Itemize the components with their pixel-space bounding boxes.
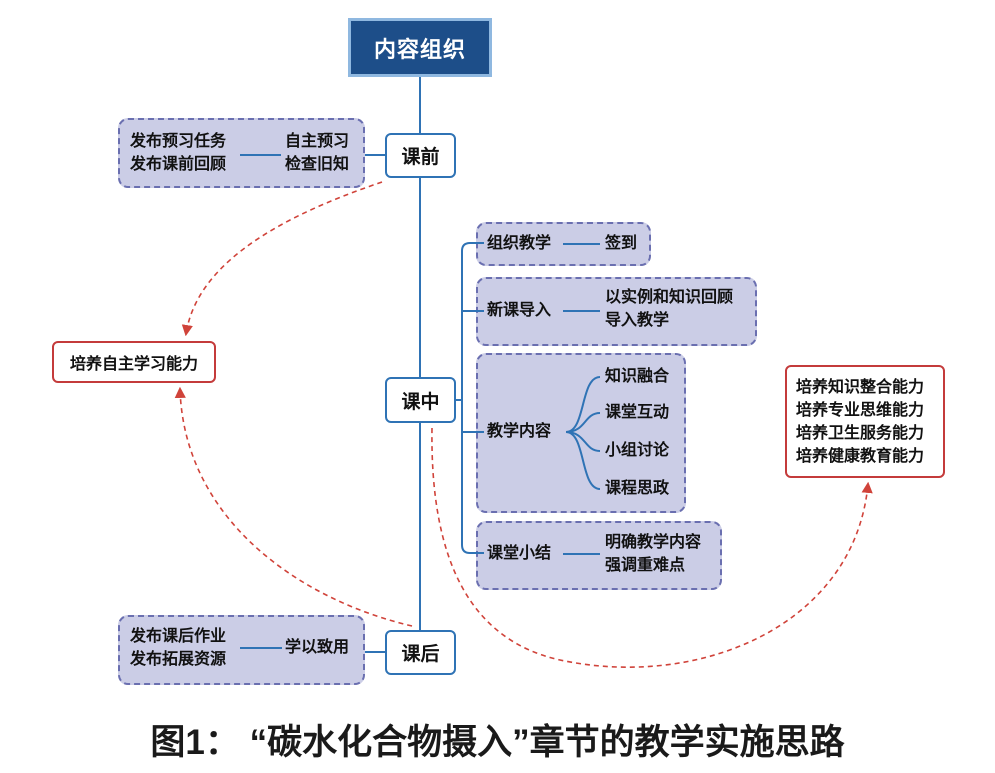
- organize-detail: 签到: [605, 235, 638, 252]
- ability-3: 培养卫生服务能力: [796, 424, 925, 442]
- post-task-1: 发布课后作业: [130, 628, 227, 645]
- stage-in-label: 课中: [401, 391, 440, 413]
- self-learning-label: 培养自主学习能力: [69, 356, 198, 373]
- root-label: 内容组织: [373, 36, 466, 62]
- pre-goal-2: 检查旧知: [285, 156, 350, 173]
- intro-group: [476, 277, 757, 346]
- pre-task-1: 发布预习任务: [130, 133, 227, 150]
- post-goal: 学以致用: [285, 639, 350, 656]
- stage-pre-class: 课前: [385, 133, 456, 178]
- post-to-self-learning-arrow: [174, 386, 413, 627]
- intro-detail-2: 导入教学: [605, 312, 670, 329]
- root-node: 内容组织: [348, 18, 492, 77]
- ability-4: 培养健康教育能力: [796, 447, 925, 465]
- stage-pre-label: 课前: [401, 147, 440, 168]
- content-item-2: 课堂互动: [605, 404, 670, 421]
- summary-label: 课堂小结: [487, 545, 552, 562]
- organize-label: 组织教学: [487, 235, 552, 252]
- intro-detail-1: 以实例和知识回顾: [605, 289, 734, 306]
- stage-in-class: 课中: [385, 377, 456, 423]
- pre-class-group: [118, 118, 365, 188]
- figure-caption: 图1： “碳水化合物摄入”章节的教学实施思路: [150, 723, 845, 762]
- content-item-3: 小组讨论: [605, 442, 670, 459]
- pre-goal-1: 自主预习: [285, 133, 350, 150]
- summary-detail-1: 明确教学内容: [605, 534, 702, 551]
- ability-1: 培养知识整合能力: [796, 378, 925, 396]
- abilities-outcome: 培养知识整合能力 培养专业思维能力 培养卫生服务能力 培养健康教育能力: [785, 365, 945, 478]
- intro-label: 新课导入: [487, 302, 552, 319]
- self-learning-outcome: 培养自主学习能力: [52, 341, 216, 383]
- summary-detail-2: 强调重难点: [605, 557, 686, 574]
- content-item-4: 课程思政: [605, 480, 670, 497]
- stage-post-label: 课后: [401, 644, 440, 665]
- ability-2: 培养专业思维能力: [796, 401, 925, 419]
- pre-to-self-learning-arrow: [181, 181, 383, 337]
- post-task-2: 发布拓展资源: [130, 651, 227, 668]
- content-label: 教学内容: [487, 423, 552, 440]
- content-item-1: 知识融合: [605, 368, 670, 385]
- stage-post-class: 课后: [385, 630, 456, 675]
- pre-task-2: 发布课前回顾: [130, 156, 227, 173]
